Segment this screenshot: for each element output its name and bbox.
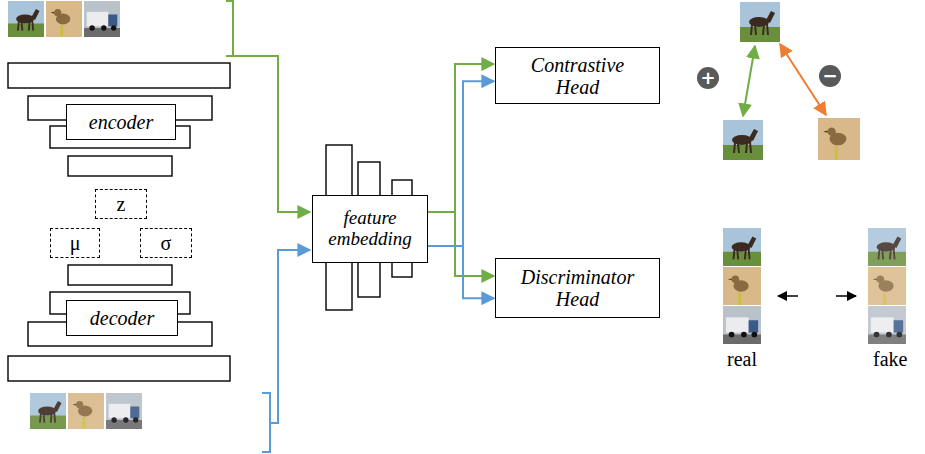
head-box: Contrastive Head <box>495 47 660 104</box>
input-images <box>8 1 120 37</box>
node-text: feature embedding <box>320 208 420 250</box>
connector-arrow <box>428 246 494 298</box>
output-line <box>270 250 310 423</box>
embedding-box: feature embedding <box>312 195 428 263</box>
sign-circle: + <box>697 67 719 89</box>
sign-circle: − <box>819 65 841 87</box>
node-text: − <box>822 67 837 85</box>
node-text: Contrastive Head <box>518 54 638 98</box>
reconstructed-images <box>30 393 142 429</box>
input-line <box>233 56 310 212</box>
output-bracket <box>262 393 270 452</box>
sigma-box: σ <box>140 228 192 258</box>
encoder-box: encoder <box>66 104 176 140</box>
head-box: Discriminator Head <box>495 258 660 318</box>
encoder-layers <box>8 63 230 176</box>
contrastive-illustration <box>723 2 860 160</box>
decoder-layers <box>8 265 230 381</box>
fake-label: fake <box>873 348 907 371</box>
node-text: encoder <box>89 111 153 133</box>
node-text: Discriminator Head <box>513 266 643 310</box>
latent-box: z <box>95 189 147 219</box>
node-text: σ <box>161 232 172 254</box>
connector-arrow <box>428 212 494 276</box>
input-bracket <box>226 1 233 56</box>
connector-arrow <box>428 64 494 212</box>
connector-arrow <box>428 81 494 246</box>
discriminator-illustration <box>723 228 906 344</box>
node-text: decoder <box>90 307 154 329</box>
mean-box: μ <box>50 228 100 258</box>
node-text: + <box>700 69 715 87</box>
decoder-box: decoder <box>66 300 178 336</box>
node-text: z <box>117 193 126 215</box>
real-label: real <box>727 348 757 371</box>
node-text: μ <box>70 232 81 254</box>
